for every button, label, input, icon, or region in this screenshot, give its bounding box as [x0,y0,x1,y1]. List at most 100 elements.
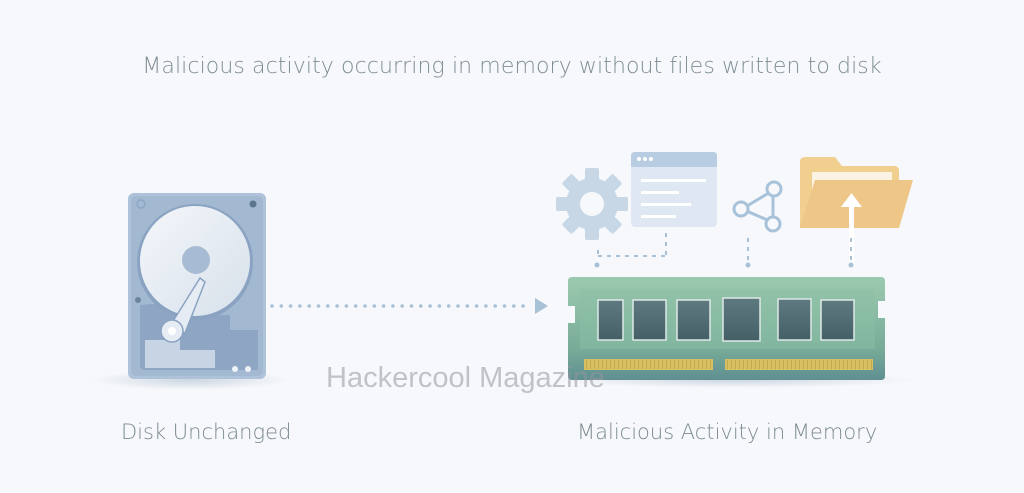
contact-pin [759,360,760,369]
contact-pin [775,360,776,369]
arrow-dot [428,304,432,308]
contact-pin [763,360,764,369]
diagram-title: Malicious activity occurring in memory w… [142,54,882,79]
gear-icon [556,168,628,240]
memory-chip [676,299,711,341]
dotted-arrow-right-icon [270,304,525,308]
contact-pin [755,360,756,369]
contact-pin [690,360,691,369]
contact-pin [819,360,820,369]
contact-pin [803,360,804,369]
watermark: Hackercool Magazine [326,362,605,394]
contact-pin [831,360,832,369]
contact-pin [642,360,643,369]
contact-pin [771,360,772,369]
arrow-dot [437,304,442,308]
contact-pin [839,360,840,369]
contact-pin [767,360,768,369]
arrow-dot [363,304,367,308]
contact-pin [791,360,792,369]
arrow-dot [400,304,405,308]
screw-mid-left [135,297,141,303]
contact-pin [851,360,852,369]
arrow-dot [326,304,330,308]
contact-pin [594,360,595,369]
contact-pin [630,360,631,369]
contact-pin [658,360,659,369]
hard-drive-connector [145,340,215,368]
hard-drive-icon [90,193,290,390]
contact-pin [678,360,679,369]
ram-chips [597,297,855,342]
arrow-dot [335,304,339,308]
contact-pin [823,360,824,369]
arrow-head [535,298,548,314]
arrow-dot [298,304,302,308]
arrow-dot [279,304,284,308]
memory-chip [597,299,624,341]
arrow-dot [446,304,451,308]
contact-pin [614,360,615,369]
arrow-dot [288,304,293,308]
arrow-dot [316,304,321,308]
arm-pivot-center [168,327,176,335]
contact-pin [731,360,732,369]
contact-pin [602,360,603,369]
contact-pin [610,360,611,369]
contact-pin [590,360,591,369]
share-network-icon [732,180,783,233]
contact-pin [751,360,752,369]
contact-pin [586,360,587,369]
memory-chip [722,297,761,342]
memory-label: Malicious Activity in Memory [577,420,878,444]
contact-pin [855,360,856,369]
contact-pin [735,360,736,369]
contact-pin [827,360,828,369]
window-titlebar [631,152,717,167]
contact-pin [646,360,647,369]
memory-chip [632,299,667,341]
ram-contacts [584,359,873,370]
arrow-dot [419,304,423,308]
contact-pin [634,360,635,369]
arrow-dot [484,304,488,308]
arrow-dot [465,304,470,308]
contact-pin [807,360,808,369]
activity-connectors [597,233,852,262]
contact-pin [843,360,844,369]
contact-pin [815,360,816,369]
contact-pin [654,360,655,369]
arrow-dot [344,304,349,308]
disk-label: Disk Unchanged [121,420,292,444]
arrow-dot [502,304,507,308]
screw-top-right [249,200,257,208]
arrow-dot [474,304,479,308]
led-2 [245,366,251,372]
upload-arrow-head [841,193,862,207]
contact-pin [682,360,683,369]
contact-pin [787,360,788,369]
contact-pin [622,360,623,369]
contact-pin [863,360,864,369]
arrow-dot [353,304,358,308]
upload-arrow-shaft [849,206,854,266]
contact-pin [598,360,599,369]
arrow-dot [270,304,274,308]
arrow-dot [391,304,395,308]
contact-pin [779,360,780,369]
contact-pin [743,360,744,369]
contact-pin [686,360,687,369]
window-body [631,152,717,227]
contact-pin [867,360,868,369]
contact-pin [727,360,728,369]
contact-pin [670,360,671,369]
contact-pin [706,360,707,369]
contact-pin [698,360,699,369]
contact-pin [674,360,675,369]
arrow-dot [512,304,516,308]
arrow-dot [372,304,377,308]
contact-pin [618,360,619,369]
contact-pin [638,360,639,369]
contact-pin [859,360,860,369]
